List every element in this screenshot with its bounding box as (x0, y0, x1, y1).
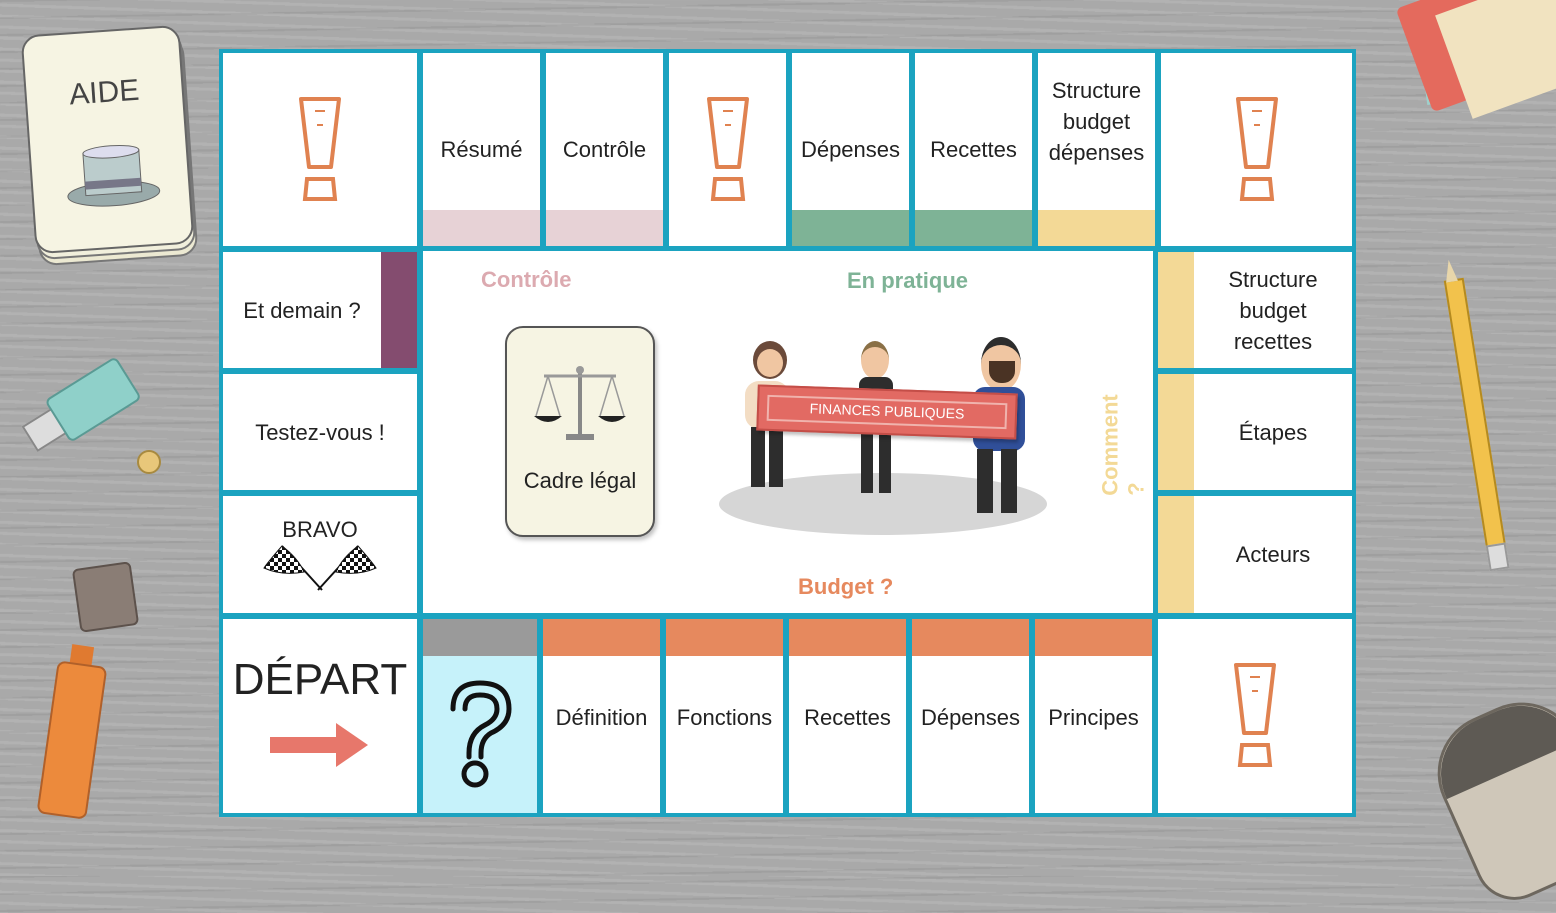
square-structure-budget-recettes[interactable]: Structure budget recettes (1158, 252, 1352, 368)
category-strip-budget (789, 619, 906, 656)
scales-icon (534, 366, 626, 440)
square-definition[interactable]: Définition (543, 619, 660, 813)
question-mark-icon (450, 680, 512, 788)
depart-label: DÉPART (232, 655, 408, 704)
help-card-stack[interactable]: AIDE (20, 24, 199, 267)
category-title-pratique: En pratique (847, 268, 969, 293)
category-title-comment: Comment ? (1097, 394, 1149, 496)
help-card-label: AIDE (68, 73, 141, 112)
square-label: Recettes (930, 137, 1017, 162)
square-label: Dépenses (800, 137, 901, 162)
square-label: Testez-vous ! (255, 419, 385, 445)
square-controle[interactable]: Contrôle (546, 53, 663, 246)
finances-banner-text: FINANCES PUBLIQUES (766, 394, 1008, 430)
category-strip-budget (1035, 619, 1152, 656)
category-strip-depart (423, 619, 537, 656)
square-label: Principes (1048, 704, 1139, 730)
square-label: Structure budget dépenses (1048, 78, 1145, 165)
square-chance-top[interactable] (669, 53, 786, 246)
top-hat-icon (67, 144, 161, 207)
bravo-label: BRAVO (282, 516, 358, 542)
square-testez-vous[interactable]: Testez-vous ! (223, 374, 417, 490)
square-etapes[interactable]: Étapes (1158, 374, 1352, 490)
category-strip-pratique (915, 210, 1032, 246)
category-strip-budget (666, 619, 783, 656)
finances-illustration: FINANCES PUBLIQUES (719, 333, 1049, 538)
category-strip-budget (543, 619, 660, 656)
legal-card-label: Cadre légal (523, 468, 637, 493)
square-label: Contrôle (562, 137, 647, 162)
category-strip-budget (912, 619, 1029, 656)
eraser-image (71, 561, 140, 633)
square-bravo[interactable]: BRAVO (223, 496, 417, 613)
exclamation-icon (1234, 663, 1276, 767)
square-label: Structure budget recettes (1228, 266, 1318, 354)
books-image (1395, 0, 1556, 130)
square-label: Acteurs (1235, 542, 1311, 567)
usb-stick-image (14, 354, 143, 462)
square-recettes-bottom[interactable]: Recettes (789, 619, 906, 813)
square-label: Résumé (440, 137, 523, 162)
category-strip-controle (546, 210, 663, 246)
square-structure-budget-depenses[interactable]: Structure budget dépenses (1038, 53, 1155, 246)
square-et-demain[interactable]: Et demain ? (223, 252, 417, 368)
pencil-image (1441, 258, 1510, 572)
square-recettes-top[interactable]: Recettes (915, 53, 1032, 246)
square-label: Fonctions (676, 704, 773, 730)
square-depenses-bottom[interactable]: Dépenses (912, 619, 1029, 813)
square-label: Et demain ? (243, 297, 361, 323)
exclamation-icon (299, 96, 341, 201)
square-label: Recettes (804, 704, 891, 730)
square-acteurs[interactable]: Acteurs (1158, 496, 1352, 613)
category-strip-structure (1158, 374, 1194, 490)
exclamation-icon (1235, 96, 1278, 201)
category-title-controle: Contrôle (481, 267, 572, 292)
category-strip-pratique (792, 210, 909, 246)
board-center: Contrôle En pratique Comment ? Budget ? … (423, 251, 1153, 613)
corner-chance-top-right[interactable] (1161, 53, 1352, 246)
arrow-right-icon (270, 723, 368, 767)
square-resume[interactable]: Résumé (423, 53, 540, 246)
corner-chance-bottom-right[interactable] (1158, 619, 1352, 813)
category-strip-controle (423, 210, 540, 246)
computer-mouse-image (1418, 683, 1556, 913)
square-depenses-top[interactable]: Dépenses (792, 53, 909, 246)
corner-chance-top-left[interactable] (223, 53, 417, 246)
category-strip-structure (1158, 496, 1194, 613)
highlighter-image (30, 642, 114, 824)
category-strip-structure (1038, 210, 1155, 246)
category-strip-structure (1158, 252, 1194, 368)
thumbtack-image (137, 450, 161, 474)
game-board: Résumé Contrôle Dépenses Recettes Struct… (219, 49, 1356, 817)
square-label: Définition (555, 704, 648, 730)
corner-depart[interactable]: DÉPART (223, 619, 417, 813)
exclamation-icon (706, 96, 749, 201)
square-principes[interactable]: Principes (1035, 619, 1152, 813)
category-title-budget: Budget ? (798, 574, 894, 599)
square-fonctions[interactable]: Fonctions (666, 619, 783, 813)
square-label: Étapes (1238, 419, 1308, 445)
legal-card[interactable]: Cadre légal (505, 326, 655, 537)
finances-banner: FINANCES PUBLIQUES (756, 384, 1018, 440)
category-strip-demain (381, 252, 417, 368)
square-label: Dépenses (920, 704, 1021, 730)
square-question[interactable] (423, 619, 537, 813)
checkered-flags-icon (263, 544, 377, 591)
